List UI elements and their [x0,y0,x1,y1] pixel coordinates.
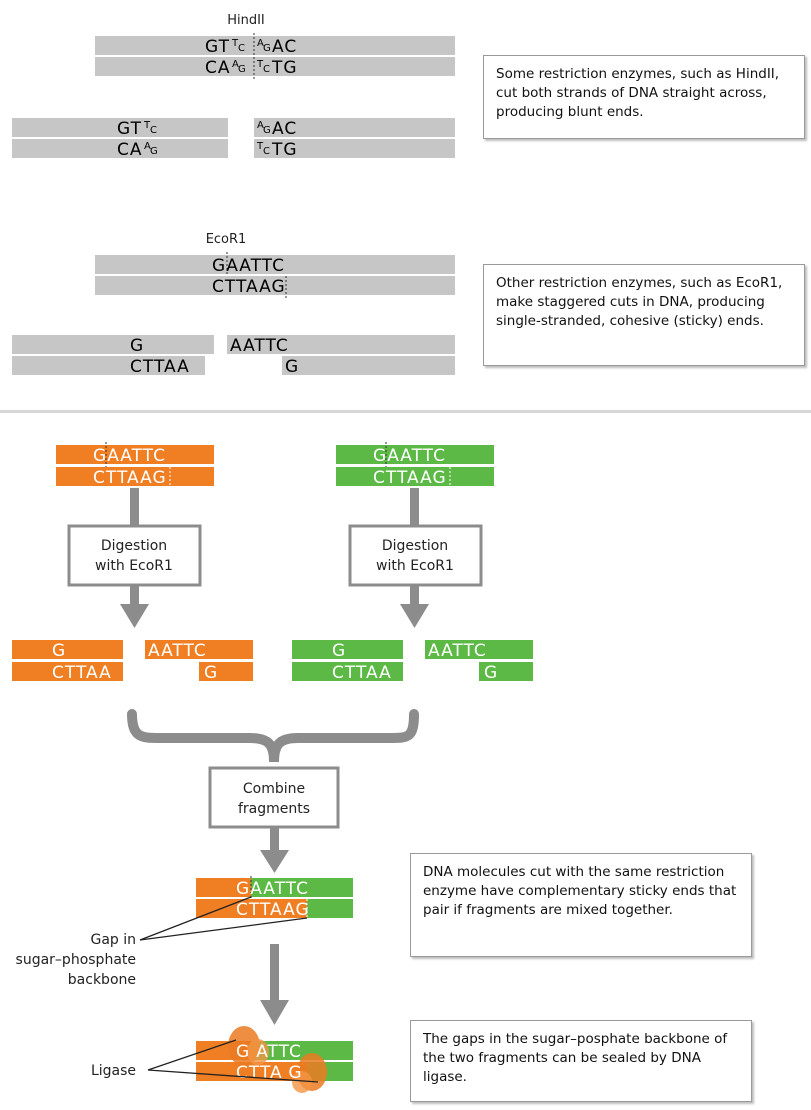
green-digestion-step: Digestion with EcoR1 [348,488,483,628]
svg-text:CA A G: CA A G [117,134,159,160]
svg-text:G: G [52,641,66,661]
svg-text:GT T C A: GT T C A G AC [205,31,297,57]
svg-text:Digestion: Digestion [101,538,167,554]
svg-text:fragments: fragments [238,801,310,817]
svg-text:CTTAAG: CTTAAG [373,468,447,488]
ecor1-cut-fragments: G CTTAA AATTC G [12,335,455,377]
orange-digestion-step: Digestion with EcoR1 [67,488,202,628]
hindii-label: HindII [227,13,265,28]
section-divider [0,410,811,413]
svg-text:AATTC: AATTC [428,641,487,661]
svg-text:AATTC: AATTC [230,336,289,356]
combined-dna: GAATTC CTTAAG [196,876,353,920]
svg-text:CTTAA: CTTAA [332,663,392,683]
svg-text:G: G [130,336,144,356]
svg-text:Combine: Combine [243,781,305,797]
ligase-pointers [147,1039,319,1083]
combine-brace [127,709,419,763]
ecor1-note: Other restriction enzymes, such as EcoR1… [483,264,805,366]
ecor1-label: EcoR1 [206,232,247,247]
ligase-label: Ligase [91,1063,136,1079]
hindii-note: Some restriction enzymes, such as HindII… [483,55,805,139]
gap-pointers [139,896,308,941]
svg-text:CTTAAG: CTTAAG [212,277,286,297]
gap-label-line3: backbone [68,972,136,988]
svg-text:T C TG: T C TG [256,134,298,160]
svg-text:GT T C: GT T C [117,113,158,139]
gap-label-line2: sugar–phosphate [16,952,136,968]
ligase-note: The gaps in the sugar–posphate backbone … [410,1020,752,1102]
svg-text:CTTAAG: CTTAAG [236,900,310,920]
svg-text:with EcoR1: with EcoR1 [376,558,454,574]
svg-text:GAATTC: GAATTC [93,446,166,466]
svg-text:G: G [204,663,218,683]
svg-text:Digestion: Digestion [382,538,448,554]
svg-text:G: G [484,663,498,683]
ecor1-uncut-dna: GAATTC CTTAAG [95,252,455,298]
svg-text:CTTAA: CTTAA [130,357,190,377]
green-dna-uncut: GAATTC CTTAAG [336,442,494,489]
hindii-cut-fragments: GT T C CA A G A G AC T C TG [12,113,455,160]
svg-text:GAATTC: GAATTC [212,256,285,276]
svg-text:CTTAAG: CTTAAG [93,468,167,488]
svg-text:CTTAA: CTTAA [52,663,112,683]
pairing-note: DNA molecules cut with the same restrict… [410,853,752,957]
svg-text:G: G [285,357,299,377]
green-dna-fragments: G CTTAA AATTC G [292,640,533,683]
svg-text:GAATTC: GAATTC [373,446,446,466]
svg-text:AATTC: AATTC [148,641,207,661]
svg-text:A G AC: A G AC [257,113,297,139]
svg-text:G: G [332,641,346,661]
svg-text:CA A G T: CA A G T C TG [205,52,298,78]
combine-step: Combine fragments [208,766,340,873]
svg-text:with EcoR1: with EcoR1 [95,558,173,574]
hindii-uncut-dna: GT T C A G AC CA A G T C TG [95,31,455,80]
svg-text:GAATTC: GAATTC [236,879,309,899]
ligase-arrow [260,944,289,1025]
orange-dna-uncut: GAATTC CTTAAG [56,442,214,489]
orange-dna-fragments: G CTTAA AATTC G [12,640,253,683]
gap-label-line1: Gap in [90,932,136,948]
